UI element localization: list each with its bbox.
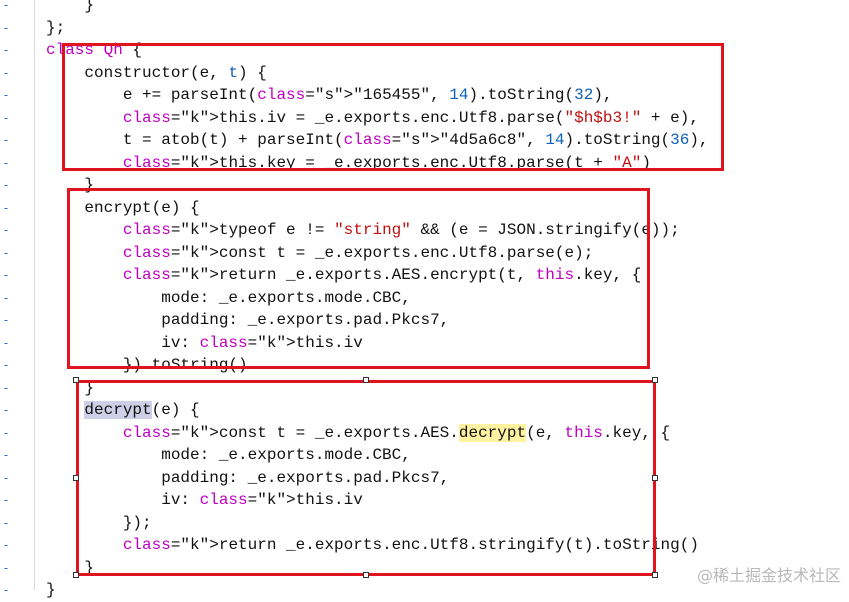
code-line[interactable]: class="k">typeof e != "string" && (e = J… bbox=[122, 221, 680, 239]
fold-marker[interactable]: - bbox=[2, 313, 10, 327]
fold-marker[interactable]: - bbox=[2, 493, 10, 507]
fold-marker[interactable]: - bbox=[2, 425, 10, 440]
resize-handle-bottom-right[interactable] bbox=[652, 572, 658, 578]
fold-marker[interactable]: - bbox=[2, 133, 10, 147]
fold-marker[interactable]: - bbox=[2, 290, 10, 305]
fold-marker[interactable]: - bbox=[2, 583, 10, 597]
fold-marker[interactable]: - bbox=[2, 0, 10, 12]
fold-marker[interactable]: - bbox=[2, 178, 10, 192]
watermark: @稀土掘金技术社区 bbox=[696, 566, 841, 585]
code-line[interactable]: }; bbox=[46, 18, 66, 37]
code-line[interactable]: t = atob(t) + parseInt(class="s">"4d5a6c… bbox=[46, 131, 709, 149]
fold-marker[interactable]: - bbox=[2, 358, 10, 372]
line-gutter: - - - - - - - - - - - - - - - - - - - - - - - - - - - bbox=[0, 0, 14, 597]
resize-handle-top-right[interactable] bbox=[652, 377, 658, 383]
fold-marker[interactable]: - bbox=[2, 538, 10, 552]
code-line[interactable]: class="k">return _e.exports.AES.encrypt(… bbox=[122, 266, 642, 284]
code-line[interactable]: } bbox=[46, 581, 56, 599]
fold-marker[interactable]: - bbox=[2, 448, 10, 462]
resize-handle-top-left[interactable] bbox=[73, 377, 79, 383]
fold-marker[interactable]: - bbox=[2, 335, 10, 350]
code-line[interactable]: e += parseInt(class="s">"165455", 14).to… bbox=[46, 86, 613, 104]
code-line[interactable]: padding: _e.exports.pad.Pkcs7, bbox=[46, 311, 450, 329]
code-line[interactable]: padding: _e.exports.pad.Pkcs7, bbox=[46, 468, 450, 487]
code-line[interactable]: iv: class="k">this.iv bbox=[46, 333, 363, 352]
decrypt-highlight-box[interactable] bbox=[76, 380, 656, 576]
code-line[interactable]: class="k">this.key = _e.exports.enc.Utf8… bbox=[122, 153, 651, 172]
resize-handle-middle-right[interactable] bbox=[652, 475, 658, 481]
fold-marker[interactable]: - bbox=[2, 20, 10, 35]
code-line[interactable]: } bbox=[46, 558, 95, 577]
fold-marker[interactable]: - bbox=[2, 470, 10, 485]
code-line[interactable]: class="k">return _e.exports.enc.Utf8.str… bbox=[122, 536, 699, 554]
fold-marker[interactable]: - bbox=[2, 560, 10, 575]
code-line[interactable]: class="k">const t = _e.exports.AES.decry… bbox=[122, 423, 671, 442]
code-line[interactable]: } bbox=[46, 378, 95, 397]
fold-marker[interactable]: - bbox=[2, 110, 10, 125]
gutter-divider bbox=[34, 0, 35, 590]
constructor-highlight-box bbox=[62, 43, 724, 171]
code-line[interactable]: }).toString() bbox=[46, 356, 248, 374]
fold-marker[interactable]: - bbox=[2, 245, 10, 260]
fold-marker[interactable]: - bbox=[2, 380, 10, 395]
code-line[interactable]: mode: _e.exports.mode.CBC, bbox=[46, 288, 411, 307]
code-line[interactable]: mode: _e.exports.mode.CBC, bbox=[46, 446, 411, 464]
fold-marker[interactable]: - bbox=[2, 515, 10, 530]
code-line[interactable]: iv: class="k">this.iv bbox=[46, 491, 363, 509]
code-line[interactable]: decrypt(e) { bbox=[84, 401, 200, 419]
fold-marker[interactable]: - bbox=[2, 223, 10, 237]
code-line[interactable]: class="k">this.iv = _e.exports.enc.Utf8.… bbox=[122, 108, 699, 127]
resize-handle-bottom-left[interactable] bbox=[73, 572, 79, 578]
code-line[interactable]: constructor(e, t) { bbox=[46, 63, 267, 82]
code-line[interactable]: }); bbox=[46, 513, 152, 532]
fold-marker[interactable]: - bbox=[2, 43, 10, 57]
resize-handle-middle-left[interactable] bbox=[73, 475, 79, 481]
code-line[interactable]: encrypt(e) { bbox=[46, 198, 200, 217]
fold-marker[interactable]: - bbox=[2, 155, 10, 170]
code-line[interactable]: } bbox=[46, 0, 95, 14]
code-line[interactable]: class="k">const t = _e.exports.enc.Utf8.… bbox=[122, 243, 594, 262]
fold-marker[interactable]: - bbox=[2, 65, 10, 80]
code-line[interactable]: } bbox=[46, 176, 95, 194]
resize-handle-top-center[interactable] bbox=[363, 377, 369, 383]
fold-marker[interactable]: - bbox=[2, 200, 10, 215]
code-editor[interactable]: }};class Qh { constructor(e, t) { e += p… bbox=[46, 0, 709, 602]
encrypt-highlight-box bbox=[67, 188, 650, 369]
fold-marker[interactable]: - bbox=[2, 403, 10, 417]
fold-marker[interactable]: - bbox=[2, 88, 10, 102]
fold-marker[interactable]: - bbox=[2, 268, 10, 282]
resize-handle-bottom-center[interactable] bbox=[363, 572, 369, 578]
